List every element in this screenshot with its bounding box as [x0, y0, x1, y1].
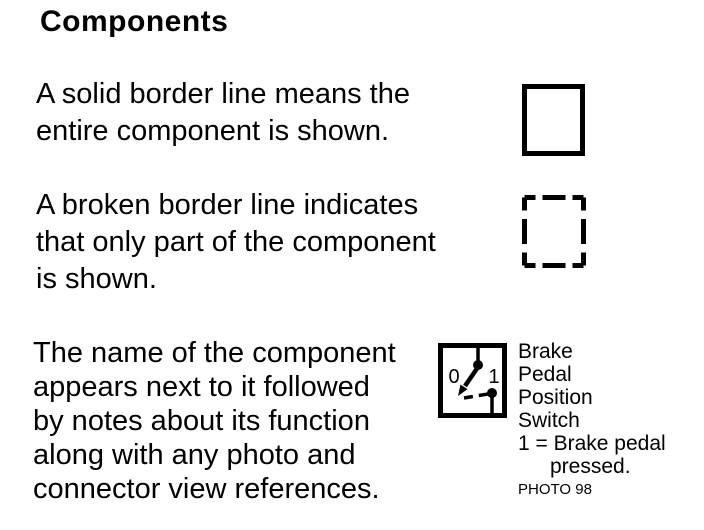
- paragraph-line: The name of the component: [33, 337, 396, 369]
- brake-pedal-switch-symbol-icon: 0 1: [438, 343, 507, 418]
- paragraph-line: A solid border line means the: [36, 78, 410, 110]
- switch-alternate-position-dashed-line: [463, 392, 489, 400]
- broken-border-paragraph: A broken border line indicates that only…: [36, 187, 436, 298]
- solid-border-paragraph: A solid border line means the entire com…: [36, 76, 410, 150]
- paragraph-line: that only part of the component: [36, 226, 436, 258]
- switch-lever: [463, 365, 480, 388]
- component-name-line: Pedal: [518, 363, 572, 386]
- page-title: Components: [40, 5, 229, 38]
- paragraph-line: appears next to it followed: [33, 371, 370, 403]
- paragraph-line: is shown.: [36, 263, 157, 295]
- component-name-line: Position: [518, 386, 593, 409]
- switch-component-box: [438, 343, 507, 418]
- switch-position-1-label: 1: [488, 366, 499, 388]
- component-name-line: Brake: [518, 340, 573, 363]
- paragraph-line: connector view references.: [33, 473, 380, 505]
- switch-lever-arrowhead: [458, 384, 468, 396]
- solid-border-box-symbol: [522, 84, 585, 156]
- component-name-paragraph: The name of the component appears next t…: [33, 336, 396, 506]
- component-note-line: 1 = Brake pedal: [518, 432, 666, 455]
- switch-position-0-label: 0: [448, 366, 459, 388]
- paragraph-line: by notes about its function: [33, 405, 370, 437]
- paragraph-line: along with any photo and: [33, 439, 356, 471]
- component-note-line: pressed.: [550, 455, 631, 478]
- component-annotation: Brake Pedal Position Switch 1 = Brake pe…: [518, 340, 666, 498]
- photo-reference: PHOTO 98: [518, 481, 592, 498]
- paragraph-line: entire component is shown.: [36, 115, 390, 147]
- paragraph-line: A broken border line indicates: [36, 189, 419, 221]
- broken-border-box-symbol: [522, 195, 586, 268]
- component-name-line: Switch: [518, 409, 580, 432]
